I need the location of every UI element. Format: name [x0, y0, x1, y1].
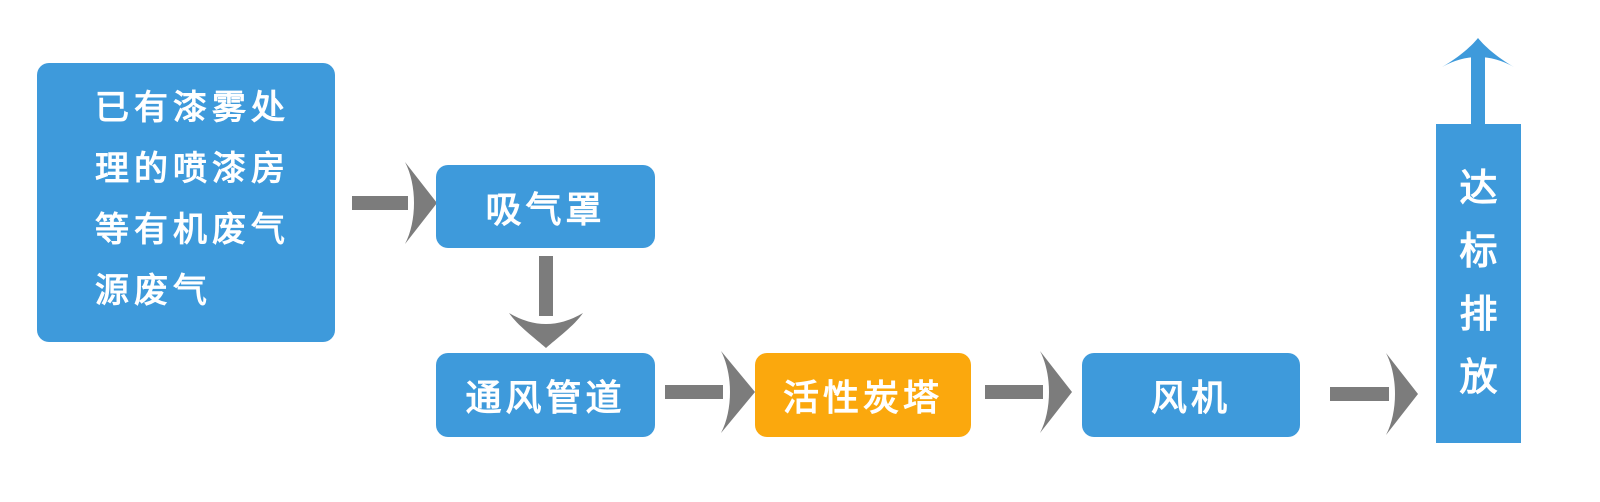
node-compliant-discharge: 达标排放: [1436, 124, 1521, 443]
node-label: 吸气罩: [485, 188, 606, 230]
source-line-1: 已有漆雾处: [95, 89, 290, 127]
node-label: 风机: [1150, 377, 1231, 418]
node-suction-hood: 吸气罩: [436, 165, 655, 248]
node-label: 通风管道: [465, 377, 626, 418]
arrow-right-icon: [665, 351, 755, 433]
arrow-down-icon: [509, 256, 583, 348]
node-label: 活性炭塔: [782, 377, 943, 418]
source-line-3: 等有机废气: [95, 211, 290, 249]
source-line-4: 源废气: [95, 272, 212, 310]
arrow-right-icon: [352, 162, 437, 244]
node-waste-gas-source: 已有漆雾处 理的喷漆房 等有机废气 源废气: [37, 63, 335, 342]
arrow-up-icon: [1442, 38, 1514, 124]
arrow-right-icon: [985, 351, 1072, 433]
node-fan: 风机: [1082, 353, 1300, 437]
node-activated-carbon-tower: 活性炭塔: [755, 353, 971, 437]
node-ventilation-duct: 通风管道: [436, 353, 655, 437]
source-line-2: 理的喷漆房: [95, 150, 290, 188]
node-label: 达标排放: [1459, 167, 1498, 399]
arrow-right-icon: [1330, 353, 1418, 435]
